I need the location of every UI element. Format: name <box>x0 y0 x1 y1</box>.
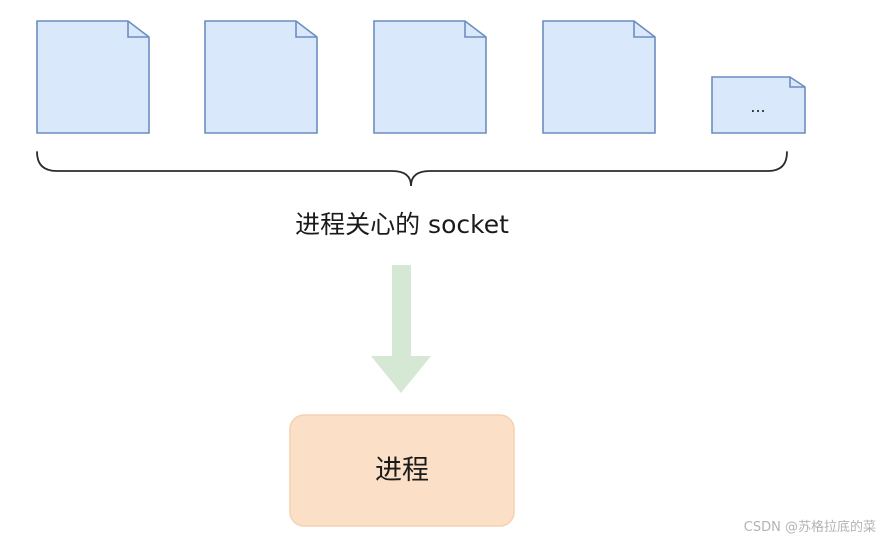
process-label: 进程 <box>375 455 429 486</box>
folded-corner <box>295 21 317 38</box>
down-arrow-icon <box>371 265 431 393</box>
group-brace <box>36 151 788 187</box>
folded-corner <box>464 21 486 38</box>
socket-document-shape <box>711 76 806 134</box>
ellipsis-label: ... <box>750 97 765 116</box>
socket-document-shape <box>542 20 656 134</box>
socket-document-1 <box>36 20 150 134</box>
folded-corner <box>127 21 149 38</box>
folded-corner <box>789 77 805 88</box>
group-label: 进程关心的 socket <box>295 210 509 239</box>
socket-document-3 <box>373 20 487 134</box>
socket-document-4 <box>542 20 656 134</box>
folded-corner <box>633 21 655 38</box>
socket-document-2 <box>204 20 318 134</box>
socket-document-shape <box>204 20 318 134</box>
process-box <box>289 414 515 527</box>
socket-document-5: ... <box>711 76 806 134</box>
socket-document-shape <box>36 20 150 134</box>
socket-document-shape <box>373 20 487 134</box>
watermark: CSDN @苏格拉底的菜 <box>744 519 876 535</box>
